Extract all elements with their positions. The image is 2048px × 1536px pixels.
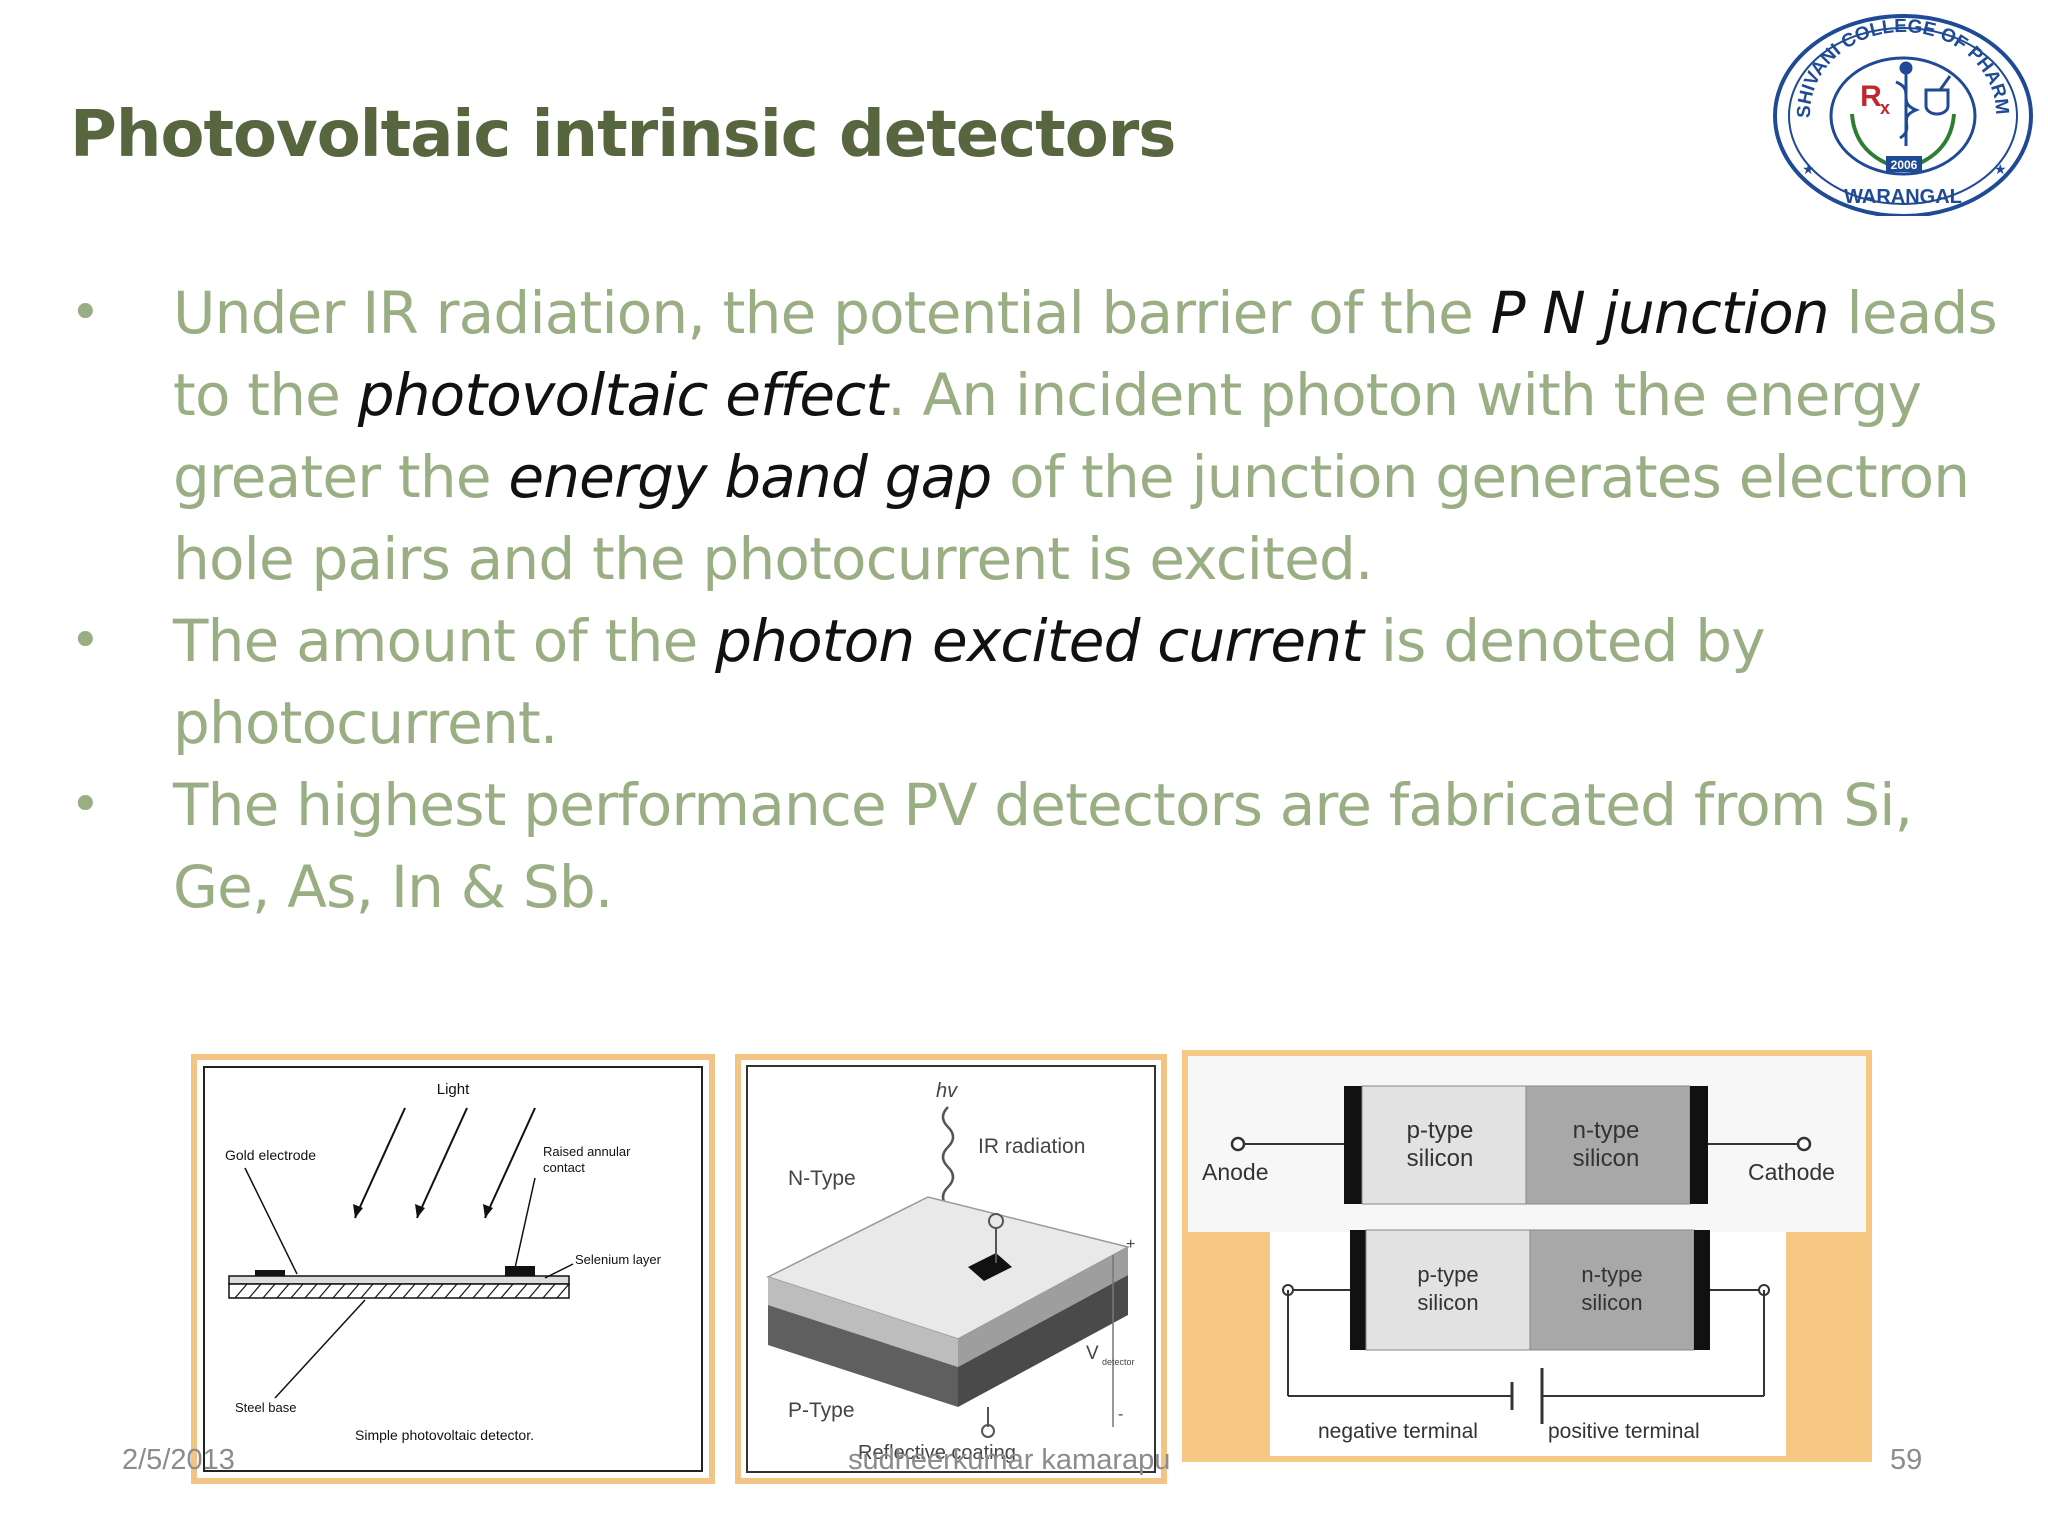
figure-pn-junction: Anode p-type silicon n-type silicon Cath…	[1182, 1050, 1872, 1462]
label-plus: +	[1126, 1236, 1135, 1253]
label-hv: hv	[936, 1080, 958, 1102]
label-v-detector-sub: detector	[1102, 1357, 1135, 1367]
label-raised-contact-2: contact	[543, 1160, 585, 1175]
label-n-type-bottom: n-type	[1581, 1262, 1642, 1287]
bullet-item: •The highest performance PV detectors ar…	[70, 764, 2000, 928]
label-p-silicon-top: silicon	[1407, 1145, 1474, 1172]
bullet-icon: •	[70, 283, 101, 343]
bullet-item: •Under IR radiation, the potential barri…	[70, 272, 2000, 600]
label-light: Light	[437, 1081, 470, 1098]
label-negative-terminal: negative terminal	[1318, 1420, 1478, 1443]
logo-bottom-text: WARANGAL	[1844, 186, 1962, 208]
pn-junction-diagram: Anode p-type silicon n-type silicon Cath…	[1188, 1056, 1866, 1456]
bullet-list: •Under IR radiation, the potential barri…	[70, 272, 2000, 928]
bullet-icon: •	[70, 611, 101, 671]
logo-rx-symbol: R	[1860, 80, 1882, 113]
star-icon: ★	[1994, 161, 2007, 177]
label-minus: -	[1118, 1406, 1123, 1423]
mortar-icon	[1924, 75, 1952, 116]
label-steel-base: Steel base	[235, 1400, 296, 1415]
label-ir-radiation: IR radiation	[978, 1135, 1085, 1158]
label-gold-electrode: Gold electrode	[225, 1147, 316, 1163]
label-anode: Anode	[1202, 1159, 1269, 1185]
label-raised-contact: Raised annular	[543, 1144, 631, 1159]
label-n-silicon-top: silicon	[1573, 1145, 1640, 1172]
bullet-item: •The amount of the photon excited curren…	[70, 600, 2000, 764]
ir-photodiode-diagram: hv IR radiation N-Type + V detector - P-…	[766, 1080, 1135, 1464]
college-logo: SRI SHIVANI COLLEGE OF PHARMACY WARANGAL…	[1770, 6, 2033, 216]
label-p-type-top: p-type	[1407, 1117, 1474, 1144]
caduceus-icon	[1895, 61, 1921, 146]
logo-year: 2006	[1891, 158, 1918, 172]
label-v-detector: V	[1086, 1343, 1099, 1364]
figure-ir-photodiode: hv IR radiation N-Type + V detector - P-…	[735, 1054, 1167, 1484]
footer-date: 2/5/2013	[122, 1444, 235, 1476]
label-reflective-coating: Reflective coating	[858, 1442, 1016, 1464]
label-p-type: P-Type	[788, 1399, 855, 1422]
label-p-silicon-bottom: silicon	[1417, 1290, 1478, 1315]
label-n-type: N-Type	[788, 1167, 856, 1190]
figure-photovoltaic-detector: Light Gold electrode Raised annular cont…	[191, 1054, 715, 1484]
footer-author: sudheerkumar kamarapu	[848, 1444, 1171, 1476]
slide-title: Photovoltaic intrinsic detectors	[70, 98, 1176, 172]
label-n-silicon-bottom: silicon	[1581, 1290, 1642, 1315]
star-icon: ★	[1802, 161, 1815, 177]
figure-caption: Simple photovoltaic detector.	[355, 1427, 534, 1443]
bullet-icon: •	[70, 775, 101, 835]
laurel-icon	[1850, 113, 1956, 166]
label-p-type-bottom: p-type	[1417, 1262, 1478, 1287]
footer-page-number: 59	[1890, 1444, 1923, 1476]
label-selenium-layer: Selenium layer	[575, 1252, 662, 1267]
label-positive-terminal: positive terminal	[1548, 1420, 1700, 1443]
photovoltaic-detector-diagram: Light Gold electrode Raised annular cont…	[225, 1081, 662, 1443]
logo-rx-sub: x	[1880, 98, 1890, 118]
label-n-type-top: n-type	[1573, 1117, 1640, 1144]
label-cathode: Cathode	[1748, 1159, 1835, 1185]
